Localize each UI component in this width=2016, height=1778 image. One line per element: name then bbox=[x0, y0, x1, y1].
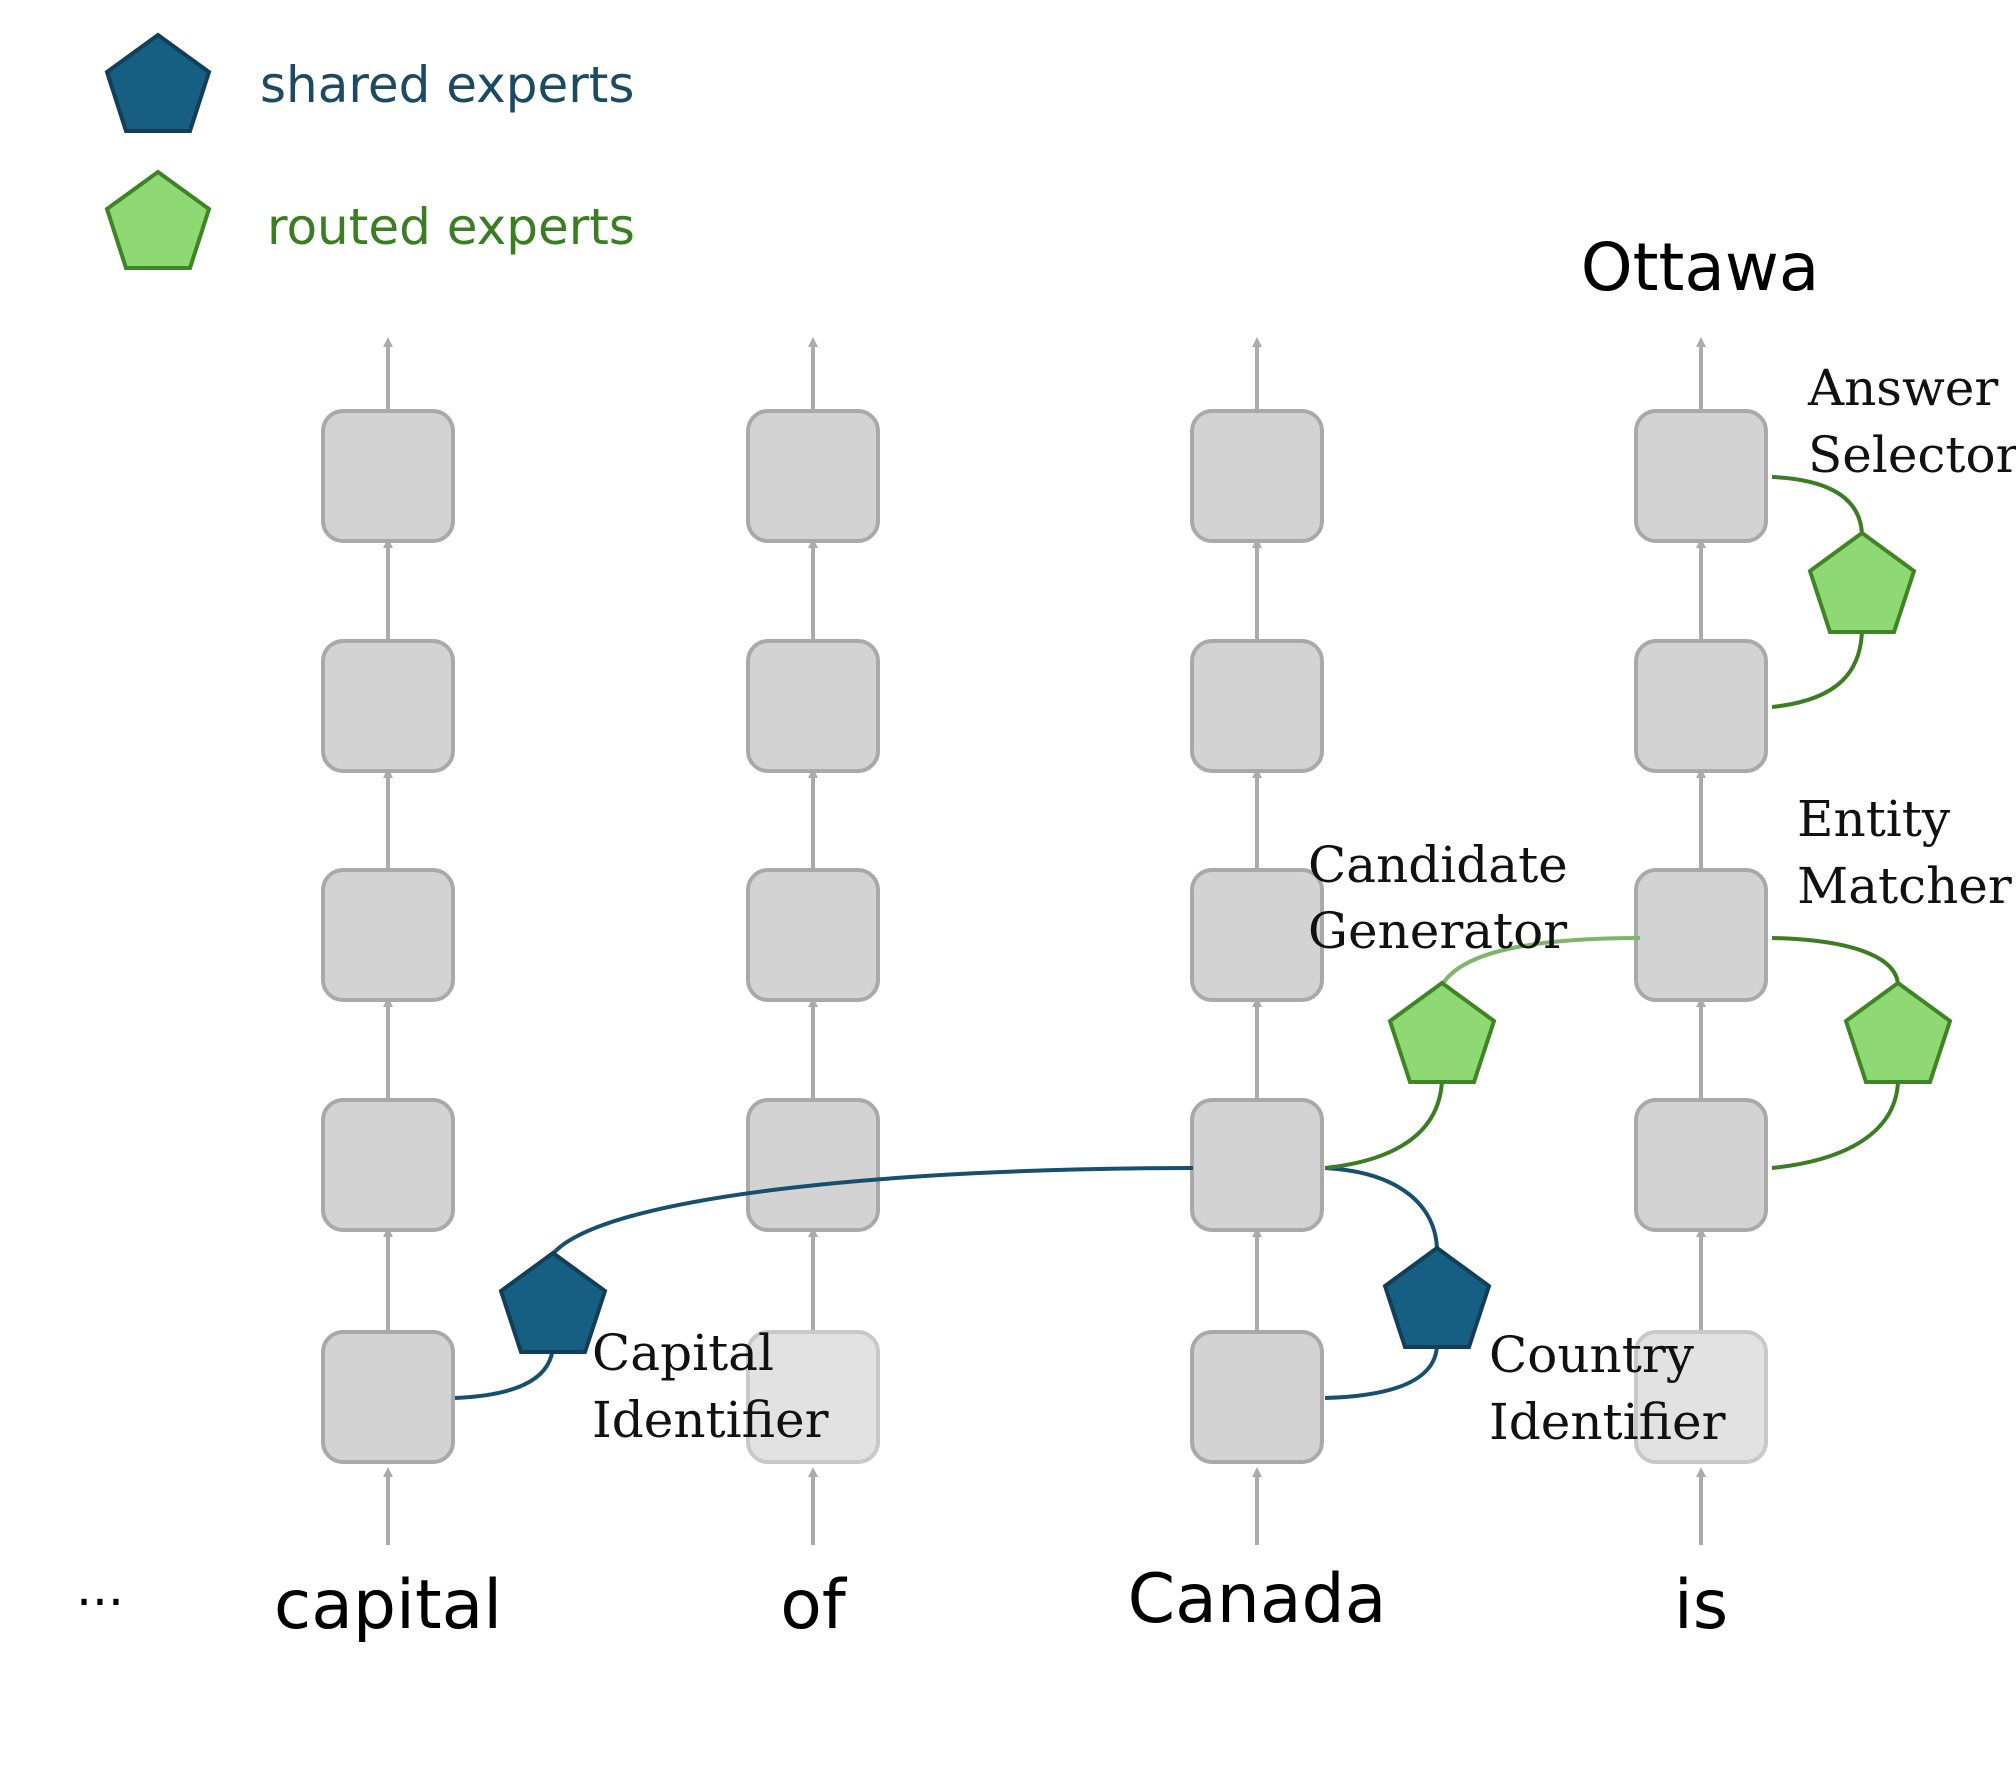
layer-block-col-3-row-5 bbox=[1190, 1330, 1324, 1464]
layer-blocks bbox=[321, 409, 1768, 1464]
token-is: is bbox=[1674, 1566, 1728, 1645]
capital-identifier-expert-icon bbox=[498, 1250, 608, 1354]
token-ellipsis: ... bbox=[76, 1559, 124, 1617]
answer-selector-label: Answer Selector bbox=[1807, 359, 2016, 484]
layer-block-col-2-row-5 bbox=[746, 1330, 880, 1464]
candidate-generator-wire-low bbox=[1324, 1079, 1444, 1170]
answer-selector-wire-top bbox=[1771, 475, 1864, 536]
answer-selector-wire-bottom bbox=[1771, 629, 1864, 709]
layer-block-col-1-row-1 bbox=[321, 409, 455, 543]
entity-matcher-label: Entity Matcher bbox=[1797, 790, 2012, 915]
answer-selector-expert-icon bbox=[1807, 530, 1917, 634]
layer-block-col-1-row-5 bbox=[321, 1330, 455, 1464]
country-identifier-wire-top bbox=[1324, 1166, 1439, 1251]
candidate-generator-label: Candidate Generator bbox=[1308, 836, 1584, 960]
layer-block-col-2-row-3 bbox=[746, 868, 880, 1002]
expert-labels: Capital Identifier Country Identifier Ca… bbox=[592, 359, 2016, 1451]
token-capital: capital bbox=[274, 1566, 502, 1645]
candidate-generator-wire-high bbox=[1440, 936, 1641, 987]
entity-matcher-wire-top bbox=[1771, 936, 1900, 986]
capital-identifier-label: Capital Identifier bbox=[592, 1324, 829, 1449]
shared-expert-wires bbox=[454, 1166, 1439, 1400]
layer-block-col-3-row-3 bbox=[1190, 868, 1324, 1002]
capital-identifier-wire bbox=[454, 1344, 555, 1400]
entity-matcher-wire-bottom bbox=[1771, 1079, 1900, 1170]
entity-matcher-expert-icon bbox=[1843, 980, 1953, 1084]
column-arrows bbox=[383, 337, 1706, 1545]
layer-block-col-1-row-4 bbox=[321, 1098, 455, 1232]
layer-block-col-4-row-5 bbox=[1634, 1330, 1768, 1464]
token-canada: Canada bbox=[1128, 1560, 1387, 1639]
layer-block-col-4-row-2 bbox=[1634, 639, 1768, 773]
legend-routed-label: routed experts bbox=[267, 198, 635, 256]
layer-block-col-4-row-1 bbox=[1634, 409, 1768, 543]
layer-block-col-3-row-4 bbox=[1190, 1098, 1324, 1232]
layer-block-col-2-row-1 bbox=[746, 409, 880, 543]
candidate-generator-expert-icon bbox=[1387, 980, 1497, 1084]
country-identifier-wire-bottom bbox=[1324, 1344, 1439, 1400]
legend: shared experts routed experts bbox=[104, 32, 635, 270]
output-word: Ottawa bbox=[1581, 229, 1820, 306]
input-tokens: ... capital of Canada is bbox=[76, 1559, 1728, 1645]
country-identifier-expert-icon bbox=[1382, 1245, 1492, 1349]
layer-block-col-4-row-4 bbox=[1634, 1098, 1768, 1232]
layer-block-col-3-row-2 bbox=[1190, 639, 1324, 773]
legend-shared-label: shared experts bbox=[260, 56, 634, 114]
layer-block-col-2-row-4 bbox=[746, 1098, 880, 1232]
expert-nodes bbox=[498, 530, 1953, 1354]
routed-expert-legend-icon bbox=[104, 169, 212, 270]
layer-block-col-4-row-3 bbox=[1634, 868, 1768, 1002]
layer-block-col-2-row-2 bbox=[746, 639, 880, 773]
routed-expert-wires bbox=[1324, 475, 1900, 1170]
layer-block-col-1-row-2 bbox=[321, 639, 455, 773]
capital-to-canada-wire bbox=[550, 1166, 1194, 1257]
token-of: of bbox=[780, 1566, 848, 1645]
shared-expert-legend-icon bbox=[104, 32, 212, 133]
country-identifier-label: Country Identifier bbox=[1489, 1326, 1726, 1451]
layer-block-col-1-row-3 bbox=[321, 868, 455, 1002]
layer-block-col-3-row-1 bbox=[1190, 409, 1324, 543]
